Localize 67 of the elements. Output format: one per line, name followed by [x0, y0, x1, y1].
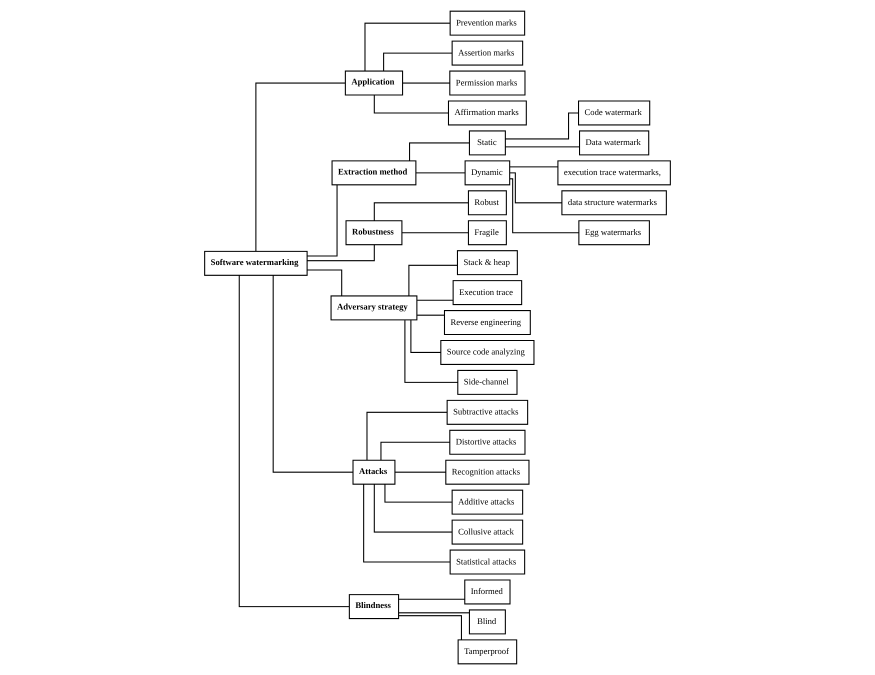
node-box: Blind — [468, 609, 506, 634]
node-box: Adversary strategy — [330, 295, 418, 320]
connector — [380, 442, 450, 460]
connector — [398, 612, 470, 614]
connector — [307, 269, 342, 296]
node-box: Reverse engineering — [444, 310, 531, 336]
node-box: Subtractive attacks — [446, 400, 528, 425]
node-box: Side-channel — [457, 370, 518, 395]
node-box: Statistical attacks — [450, 550, 526, 575]
connector — [417, 300, 454, 301]
node-box: Informed — [464, 579, 511, 604]
node-box: Dynamic — [464, 160, 510, 186]
connector — [374, 202, 468, 221]
connector — [364, 22, 450, 71]
connector — [383, 52, 452, 72]
node-box: Tamperproof — [458, 639, 518, 664]
connector — [510, 166, 558, 168]
node-box: Blindness — [348, 594, 400, 620]
connector — [510, 172, 562, 204]
node-box: Robust — [468, 190, 507, 216]
node-box: Recognition attacks — [445, 460, 530, 485]
connector — [366, 412, 448, 460]
node-box: Robustness — [346, 220, 402, 246]
connector — [408, 264, 458, 296]
node-box: Attacks — [352, 460, 396, 485]
node-box: Data watermark — [579, 130, 650, 156]
node-box: Additive attacks — [452, 490, 524, 515]
connector — [272, 275, 353, 473]
node-box: Collusive attack — [452, 520, 524, 545]
connector — [374, 95, 448, 114]
node-box: Prevention marks — [450, 10, 526, 36]
node-box: Application — [344, 70, 404, 96]
node-box: Stack & heap — [456, 250, 518, 276]
connector — [255, 82, 346, 252]
connector — [409, 142, 470, 161]
node-box: Static — [468, 130, 506, 156]
node-box: Egg watermarks — [578, 220, 650, 246]
node-box: data structure watermarks — [561, 190, 667, 216]
connector — [404, 320, 458, 383]
connector — [384, 484, 452, 503]
node-box: Fragile — [468, 220, 507, 246]
connector — [417, 314, 444, 316]
node-box: Affirmation marks — [448, 100, 527, 126]
node-box: Distortive attacks — [449, 430, 526, 455]
node-box: Code watermark — [578, 100, 650, 126]
node-box: Software watermarking — [204, 250, 308, 276]
connector — [395, 472, 446, 473]
connector — [398, 598, 465, 600]
connector — [506, 146, 580, 148]
node-box: Assertion marks — [452, 40, 524, 66]
connector — [238, 275, 350, 608]
connector — [505, 112, 578, 140]
connector — [374, 484, 452, 533]
connector — [363, 484, 450, 563]
node-box: Source code analyzing — [440, 340, 534, 365]
node-box: Extraction method — [332, 160, 416, 186]
connector — [398, 615, 462, 640]
connector — [307, 244, 375, 262]
node-box: Permission marks — [449, 70, 526, 96]
connector — [402, 82, 450, 84]
node-box: Execution trace — [452, 280, 522, 306]
node-box: execution trace watermarks, — [557, 160, 671, 186]
connector — [416, 172, 466, 174]
connector — [410, 320, 441, 353]
connector — [510, 178, 579, 234]
connector — [402, 232, 468, 234]
connector — [307, 184, 338, 257]
